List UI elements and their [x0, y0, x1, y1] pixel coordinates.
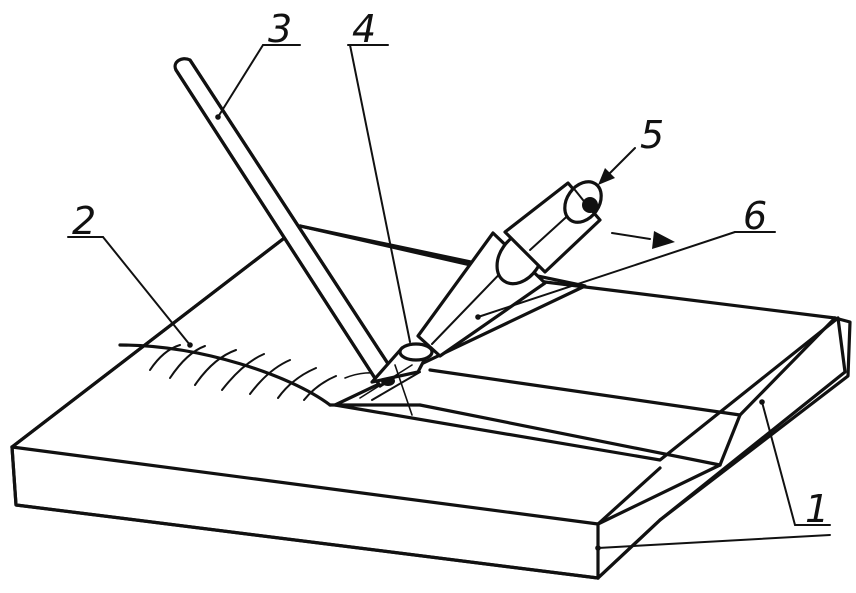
label-1: 1 — [805, 487, 829, 531]
base-plate — [10, 224, 852, 580]
label-2: 2 — [72, 199, 96, 243]
weld-bead — [118, 343, 385, 407]
travel-direction-arrow — [611, 231, 675, 249]
filler-rod — [173, 57, 398, 388]
leader-lines — [67, 44, 831, 551]
label-4: 4 — [352, 7, 376, 51]
label-3: 3 — [268, 7, 292, 51]
torch-body — [503, 180, 603, 274]
gas-flow-arrow — [598, 147, 636, 185]
label-5: 5 — [640, 113, 664, 157]
label-6: 6 — [743, 194, 767, 238]
